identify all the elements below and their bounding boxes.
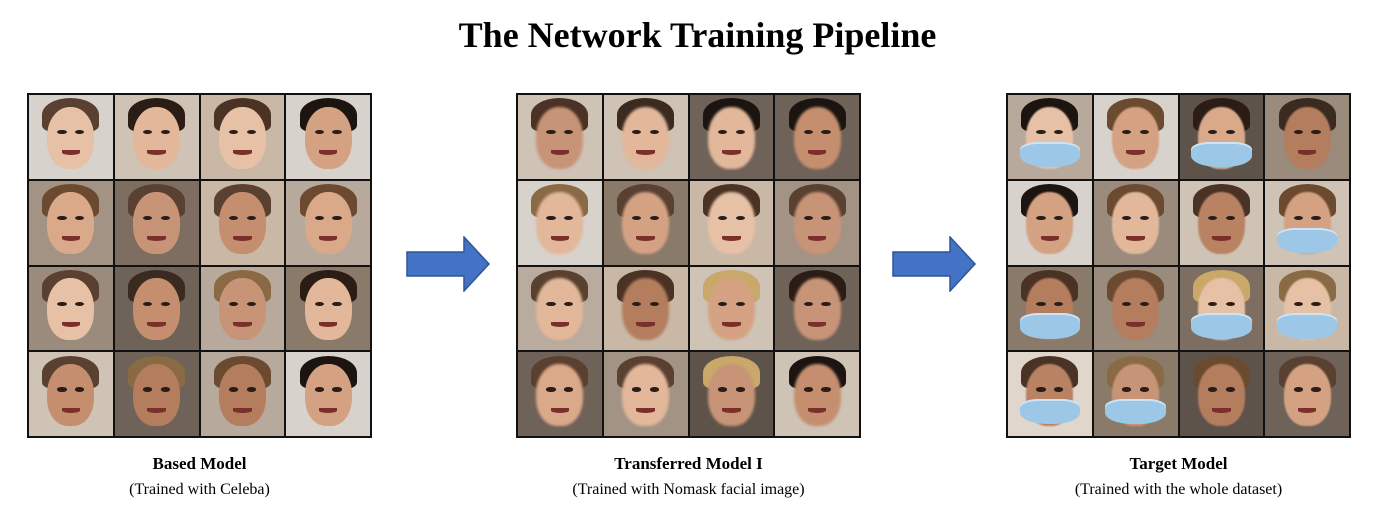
panel-title: Target Model bbox=[1129, 454, 1228, 473]
face-thumbnail bbox=[518, 95, 602, 179]
face-grid-based-model bbox=[27, 93, 372, 438]
face-thumbnail bbox=[775, 352, 859, 436]
face-mask-overlay bbox=[1019, 399, 1081, 425]
face-thumbnail bbox=[689, 266, 774, 351]
face-thumbnail bbox=[114, 95, 199, 179]
face-thumbnail bbox=[29, 180, 113, 265]
face-thumbnail bbox=[1093, 180, 1178, 265]
page-title: The Network Training Pipeline bbox=[458, 15, 937, 55]
face-thumbnail bbox=[775, 180, 859, 265]
panel-target-model: Target Model (Trained with the whole dat… bbox=[1006, 93, 1351, 499]
panel-subtitle: (Trained with Nomask facial image) bbox=[572, 481, 805, 498]
panel-based-model: Based Model (Trained with Celeba) bbox=[27, 93, 372, 499]
face-thumbnail bbox=[1179, 95, 1264, 179]
face-thumbnail bbox=[689, 180, 774, 265]
face-thumbnail bbox=[1265, 180, 1349, 265]
face-mask-overlay bbox=[1276, 227, 1338, 253]
face-mask-overlay bbox=[1276, 313, 1338, 339]
face-mask-overlay bbox=[1105, 399, 1166, 425]
face-thumbnail bbox=[114, 352, 199, 436]
face-thumbnail bbox=[1179, 180, 1264, 265]
face-thumbnail bbox=[1265, 95, 1349, 179]
face-mask-overlay bbox=[1019, 313, 1081, 339]
face-thumbnail bbox=[603, 266, 688, 351]
arrow-right-icon bbox=[406, 236, 490, 292]
face-thumbnail bbox=[1093, 266, 1178, 351]
face-thumbnail bbox=[518, 352, 602, 436]
face-thumbnail bbox=[775, 95, 859, 179]
face-thumbnail bbox=[603, 95, 688, 179]
face-thumbnail bbox=[200, 352, 285, 436]
face-thumbnail bbox=[689, 352, 774, 436]
face-thumbnail bbox=[1093, 95, 1178, 179]
face-thumbnail bbox=[286, 352, 370, 436]
face-grid-transferred-model bbox=[516, 93, 861, 438]
face-thumbnail bbox=[200, 95, 285, 179]
face-thumbnail bbox=[29, 352, 113, 436]
panel-title: Transferred Model I bbox=[614, 454, 763, 473]
face-thumbnail bbox=[1008, 352, 1092, 436]
panel-subtitle: (Trained with the whole dataset) bbox=[1074, 481, 1283, 498]
panel-title: Based Model bbox=[152, 454, 247, 473]
panel-transferred-model: Transferred Model I (Trained with Nomask… bbox=[516, 93, 861, 499]
face-thumbnail bbox=[1179, 266, 1264, 351]
face-thumbnail bbox=[1008, 95, 1092, 179]
face-thumbnail bbox=[114, 266, 199, 351]
arrow-right-icon bbox=[892, 236, 976, 292]
face-mask-overlay bbox=[1191, 141, 1252, 168]
panel-subtitle: (Trained with Celeba) bbox=[129, 481, 270, 498]
face-thumbnail bbox=[1179, 352, 1264, 436]
face-thumbnail bbox=[286, 266, 370, 351]
face-thumbnail bbox=[603, 180, 688, 265]
face-thumbnail bbox=[1093, 352, 1178, 436]
face-mask-overlay bbox=[1191, 313, 1252, 339]
face-thumbnail bbox=[200, 180, 285, 265]
face-thumbnail bbox=[114, 180, 199, 265]
face-thumbnail bbox=[29, 266, 113, 351]
face-thumbnail bbox=[29, 95, 113, 179]
face-thumbnail bbox=[689, 95, 774, 179]
face-grid-target-model bbox=[1006, 93, 1351, 438]
face-thumbnail bbox=[1265, 352, 1349, 436]
face-thumbnail bbox=[1008, 180, 1092, 265]
face-thumbnail bbox=[603, 352, 688, 436]
face-thumbnail bbox=[286, 180, 370, 265]
face-thumbnail bbox=[518, 180, 602, 265]
face-thumbnail bbox=[286, 95, 370, 179]
face-mask-overlay bbox=[1019, 141, 1081, 168]
face-thumbnail bbox=[1008, 266, 1092, 351]
face-thumbnail bbox=[1265, 266, 1349, 351]
face-thumbnail bbox=[775, 266, 859, 351]
face-thumbnail bbox=[518, 266, 602, 351]
face-thumbnail bbox=[200, 266, 285, 351]
